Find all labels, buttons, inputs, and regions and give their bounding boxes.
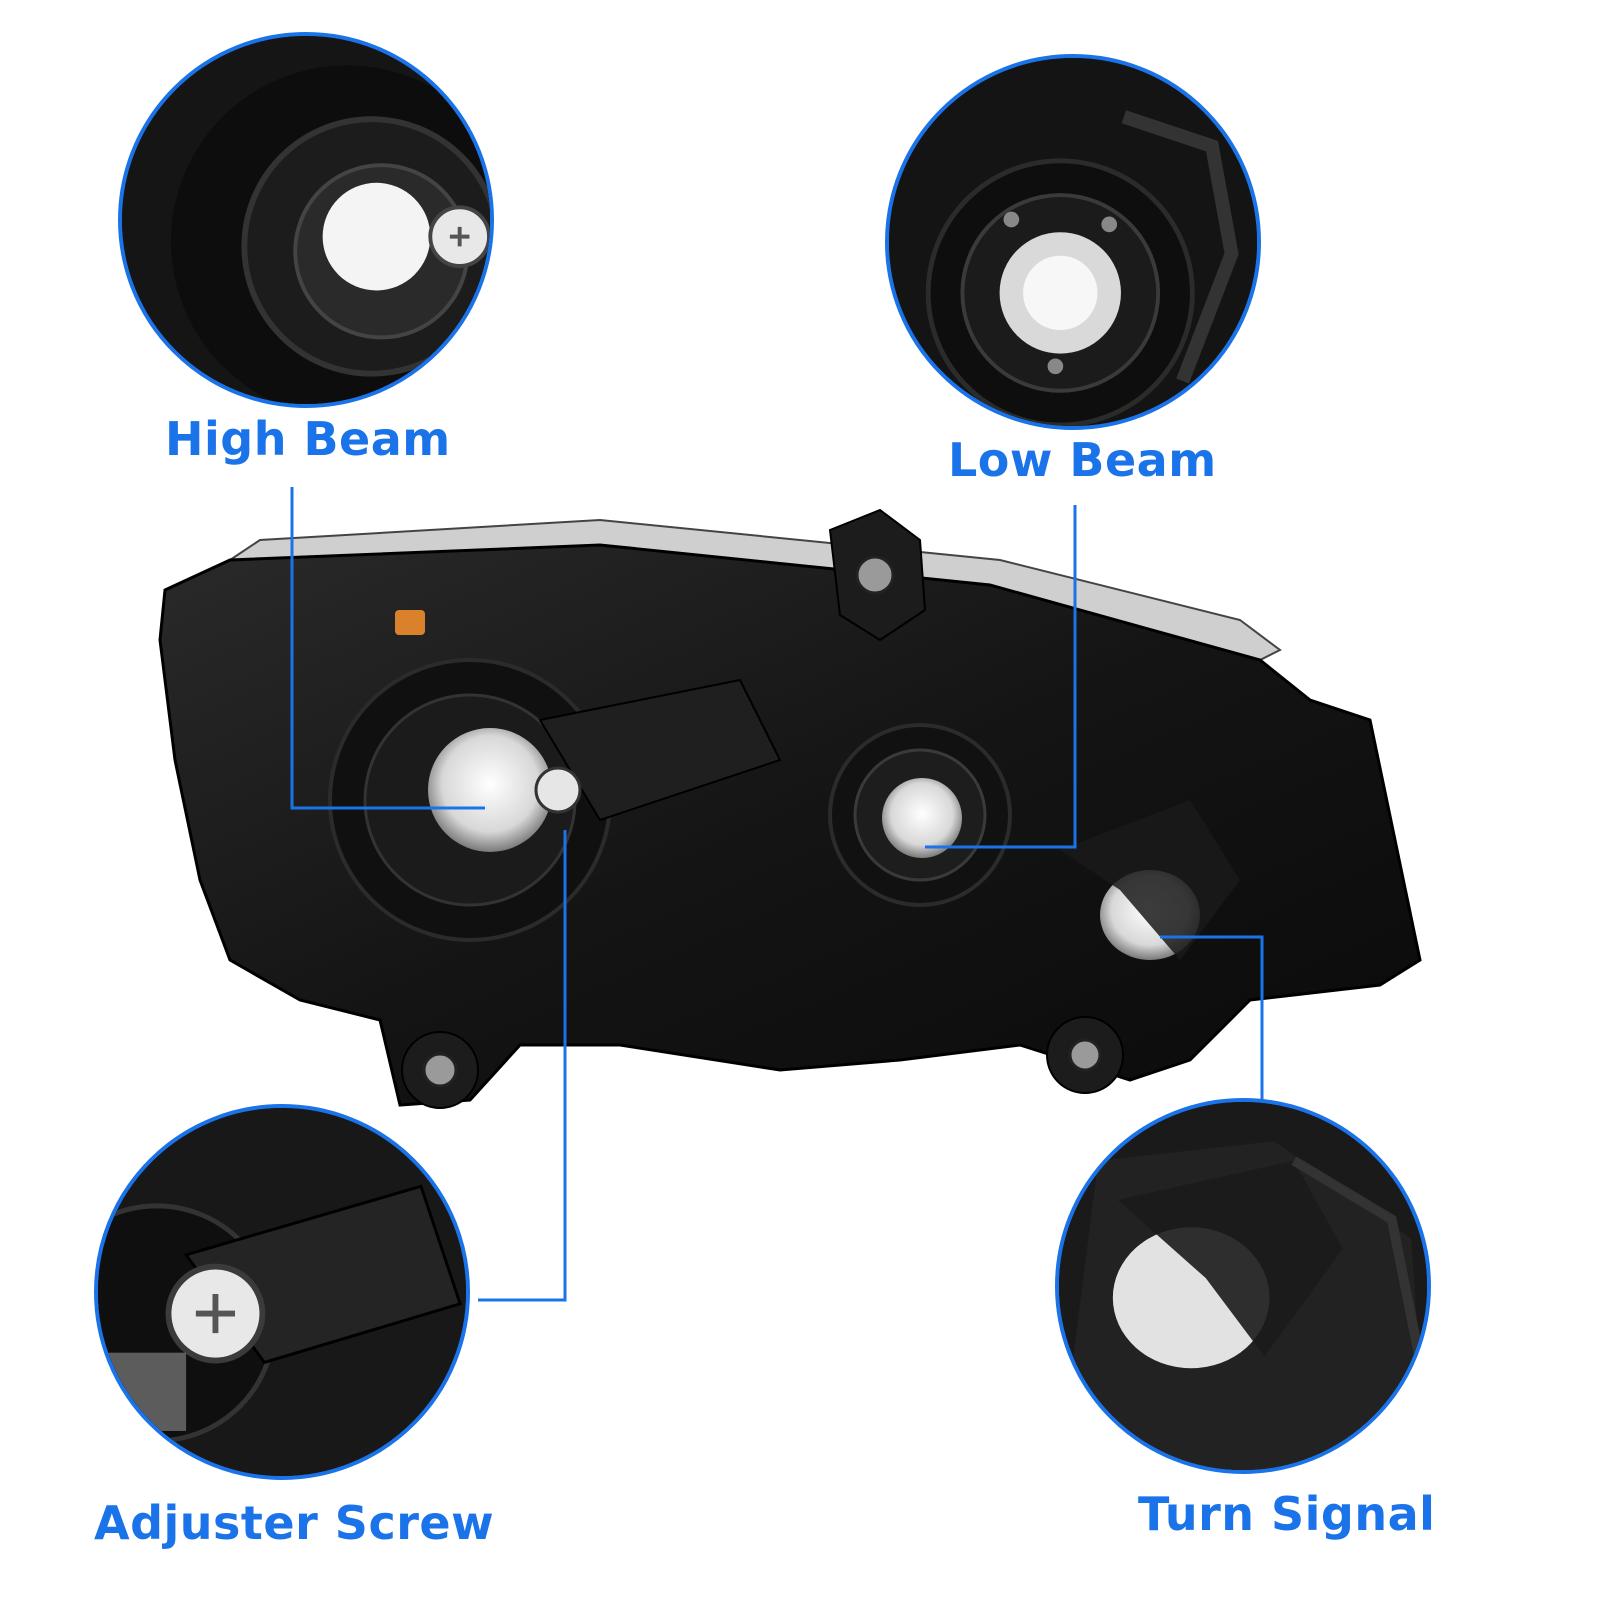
high-beam-label: High Beam [165,412,451,466]
screw-closeup-icon [98,1108,466,1476]
bulb-socket-closeup-icon [889,58,1257,426]
leader-line-low-beam [925,505,1077,849]
bulb-socket-closeup-icon [122,36,490,404]
leader-line-adjuster-screw [478,830,567,1302]
leader-line-turn-signal [1160,935,1264,1125]
high-beam-detail-circle [118,32,494,408]
low-beam-label: Low Beam [948,433,1217,487]
leader-line-high-beam [290,487,485,810]
turn-signal-label: Turn Signal [1138,1487,1436,1541]
adjuster-screw-label: Adjuster Screw [94,1496,495,1550]
turn-signal-detail-circle [1055,1098,1431,1474]
adjuster-screw-detail-circle [94,1104,470,1480]
bulb-socket-closeup-icon [1059,1102,1427,1470]
low-beam-detail-circle [885,54,1261,430]
